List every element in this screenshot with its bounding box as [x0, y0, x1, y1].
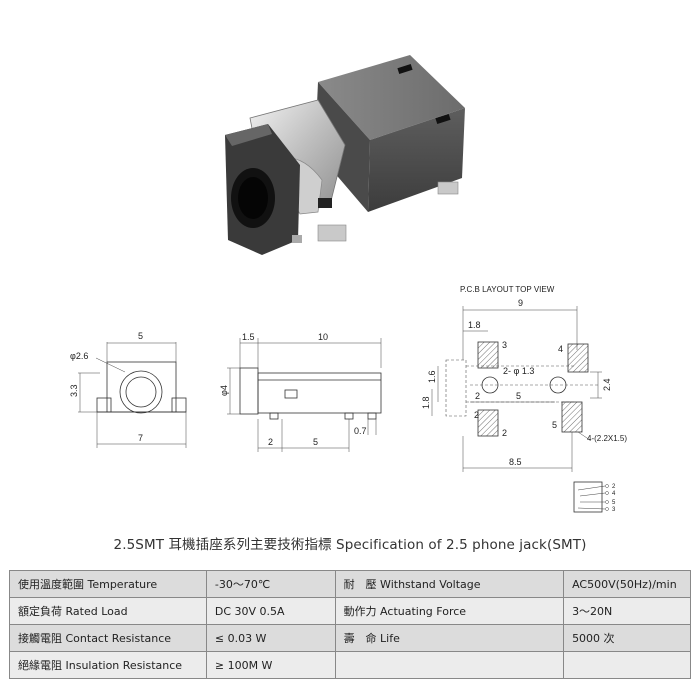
- pcb-pad-number-4: 4: [558, 344, 563, 354]
- spec-label: 耐 壓 Withstand Voltage: [334, 570, 565, 598]
- side-length-dim: 10: [318, 332, 328, 342]
- pcb-pad-number-2: 2: [502, 428, 507, 438]
- spec-label: 絕緣電阻 Insulation Resistance: [9, 651, 207, 679]
- pcb-pad-dim: 1.8: [468, 320, 481, 330]
- front-view-drawing: 5 φ2.6 3.3 7: [69, 331, 187, 448]
- pcb-width-dim: 9: [518, 298, 523, 308]
- pcb-mid-dim-b: 5: [516, 391, 521, 401]
- pcb-left-dim-b: 1.8: [421, 396, 431, 409]
- spec-value: 5000 次: [563, 624, 691, 652]
- pcb-hole-label: 2- φ 1.3: [503, 366, 534, 376]
- pcb-right-dim: 2.4: [602, 378, 612, 391]
- side-left-dim: 1.5: [242, 332, 255, 342]
- spec-label: 額定負荷 Rated Load: [9, 597, 207, 625]
- spec-title: 2.5SMT 耳機插座系列主要技術指標 Specification of 2.5…: [113, 537, 587, 553]
- spec-label: 使用溫度範圍 Temperature: [9, 570, 207, 598]
- side-view-drawing: 1.5 10 φ4 2 5 0.7: [219, 332, 382, 452]
- technical-drawings: 5 φ2.6 3.3 7 1.5 10 φ4: [69, 285, 627, 513]
- side-pin-dim-a: 2: [268, 437, 273, 447]
- spec-table: 使用溫度範圍 Temperature -30～70℃ 耐 壓 Withstand…: [9, 570, 691, 679]
- pcb-pad-number-5: 5: [552, 420, 557, 430]
- front-side-dim: 3.3: [69, 384, 79, 397]
- spec-value: DC 30V 0.5A: [205, 597, 336, 625]
- pcb-mid-dim-a: 2: [475, 391, 480, 401]
- spec-value: 3～20N: [563, 597, 691, 625]
- schematic-pin-2: 2: [612, 484, 616, 490]
- pcb-left-dim-a: 1.6: [427, 370, 437, 383]
- front-bottom-dim: 7: [138, 433, 143, 443]
- pcb-layout-drawing: P.C.B LAYOUT TOP VIEW 9 1.8 2- φ 1.3 3 4…: [421, 285, 627, 472]
- spec-value: AC500V(50Hz)/min: [563, 570, 691, 598]
- side-pin-dim-c: 0.7: [354, 426, 367, 436]
- side-height-dim: φ4: [219, 385, 229, 396]
- side-pin-dim-b: 5: [313, 437, 318, 447]
- pcb-pad-number-3: 3: [502, 340, 507, 350]
- table-row: 絕緣電阻 Insulation Resistance ≥ 100M W: [9, 651, 691, 679]
- spec-value: ≥ 100M W: [205, 651, 336, 679]
- table-row: 使用溫度範圍 Temperature -30～70℃ 耐 壓 Withstand…: [9, 570, 691, 598]
- spec-value: -30～70℃: [205, 570, 336, 598]
- jack-schematic-symbol: 2 4 5 3: [573, 481, 616, 513]
- spec-label: 接觸電阻 Contact Resistance: [9, 624, 207, 652]
- pcb-bottom-mid-dim: 2: [474, 410, 479, 420]
- front-hole-dim: φ2.6: [70, 351, 88, 361]
- spec-value: [563, 651, 691, 679]
- spec-value: ≤ 0.03 W: [205, 624, 336, 652]
- schematic-pin-3: 3: [612, 507, 616, 513]
- front-width-dim: 5: [138, 331, 143, 341]
- schematic-pin-5: 5: [612, 500, 616, 506]
- table-row: 額定負荷 Rated Load DC 30V 0.5A 動作力 Actuatin…: [9, 597, 691, 625]
- spec-label: 壽 命 Life: [334, 624, 565, 652]
- product-photo: [225, 55, 465, 255]
- pcb-pad-note: 4-(2.2X1.5): [587, 434, 627, 443]
- table-row: 接觸電阻 Contact Resistance ≤ 0.03 W 壽 命 Lif…: [9, 624, 691, 652]
- pcb-layout-title: P.C.B LAYOUT TOP VIEW: [460, 285, 555, 294]
- spec-label: [334, 651, 565, 679]
- pcb-bottom-dim: 8.5: [509, 457, 522, 467]
- schematic-pin-4: 4: [612, 491, 616, 497]
- spec-label: 動作力 Actuating Force: [334, 597, 565, 625]
